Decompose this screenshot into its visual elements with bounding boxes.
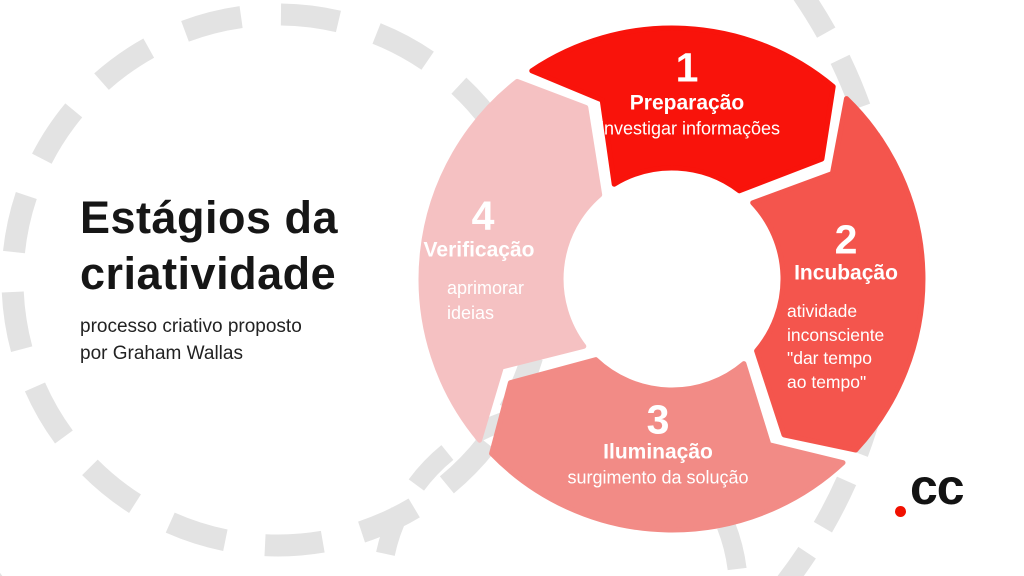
segment-2-title: Incubação: [794, 261, 898, 285]
page-title: Estágios da criatividade: [80, 192, 339, 299]
segment-2-number: 2: [834, 216, 858, 263]
logo-dot-icon: [895, 506, 906, 517]
segment-3-description: surgimento da solução: [567, 467, 749, 488]
segment-1-description: investigar informações: [599, 118, 781, 139]
segment-1-number: 1: [675, 44, 699, 91]
segment-3-title: Iluminação: [603, 440, 713, 464]
wheel-segment-2: [750, 96, 926, 453]
wheel-segment-1: [529, 25, 836, 194]
segment-4-number: 4: [471, 192, 495, 239]
logo-text: cc: [910, 459, 965, 515]
wheel-segment-3: [489, 357, 846, 533]
segment-4-description: aprimorar ideias: [447, 278, 525, 323]
wheel-segment-4: [418, 78, 603, 443]
cc-logo: cc: [894, 462, 1014, 522]
segment-1-title: Preparação: [629, 91, 745, 115]
segment-3-number: 3: [646, 396, 670, 443]
segment-2-description: atividade inconsciente "dar tempo ao tem…: [787, 301, 885, 392]
segment-4-title: Verificação: [423, 238, 535, 262]
page-subtitle: processo criativo proposto por Graham Wa…: [80, 316, 302, 364]
